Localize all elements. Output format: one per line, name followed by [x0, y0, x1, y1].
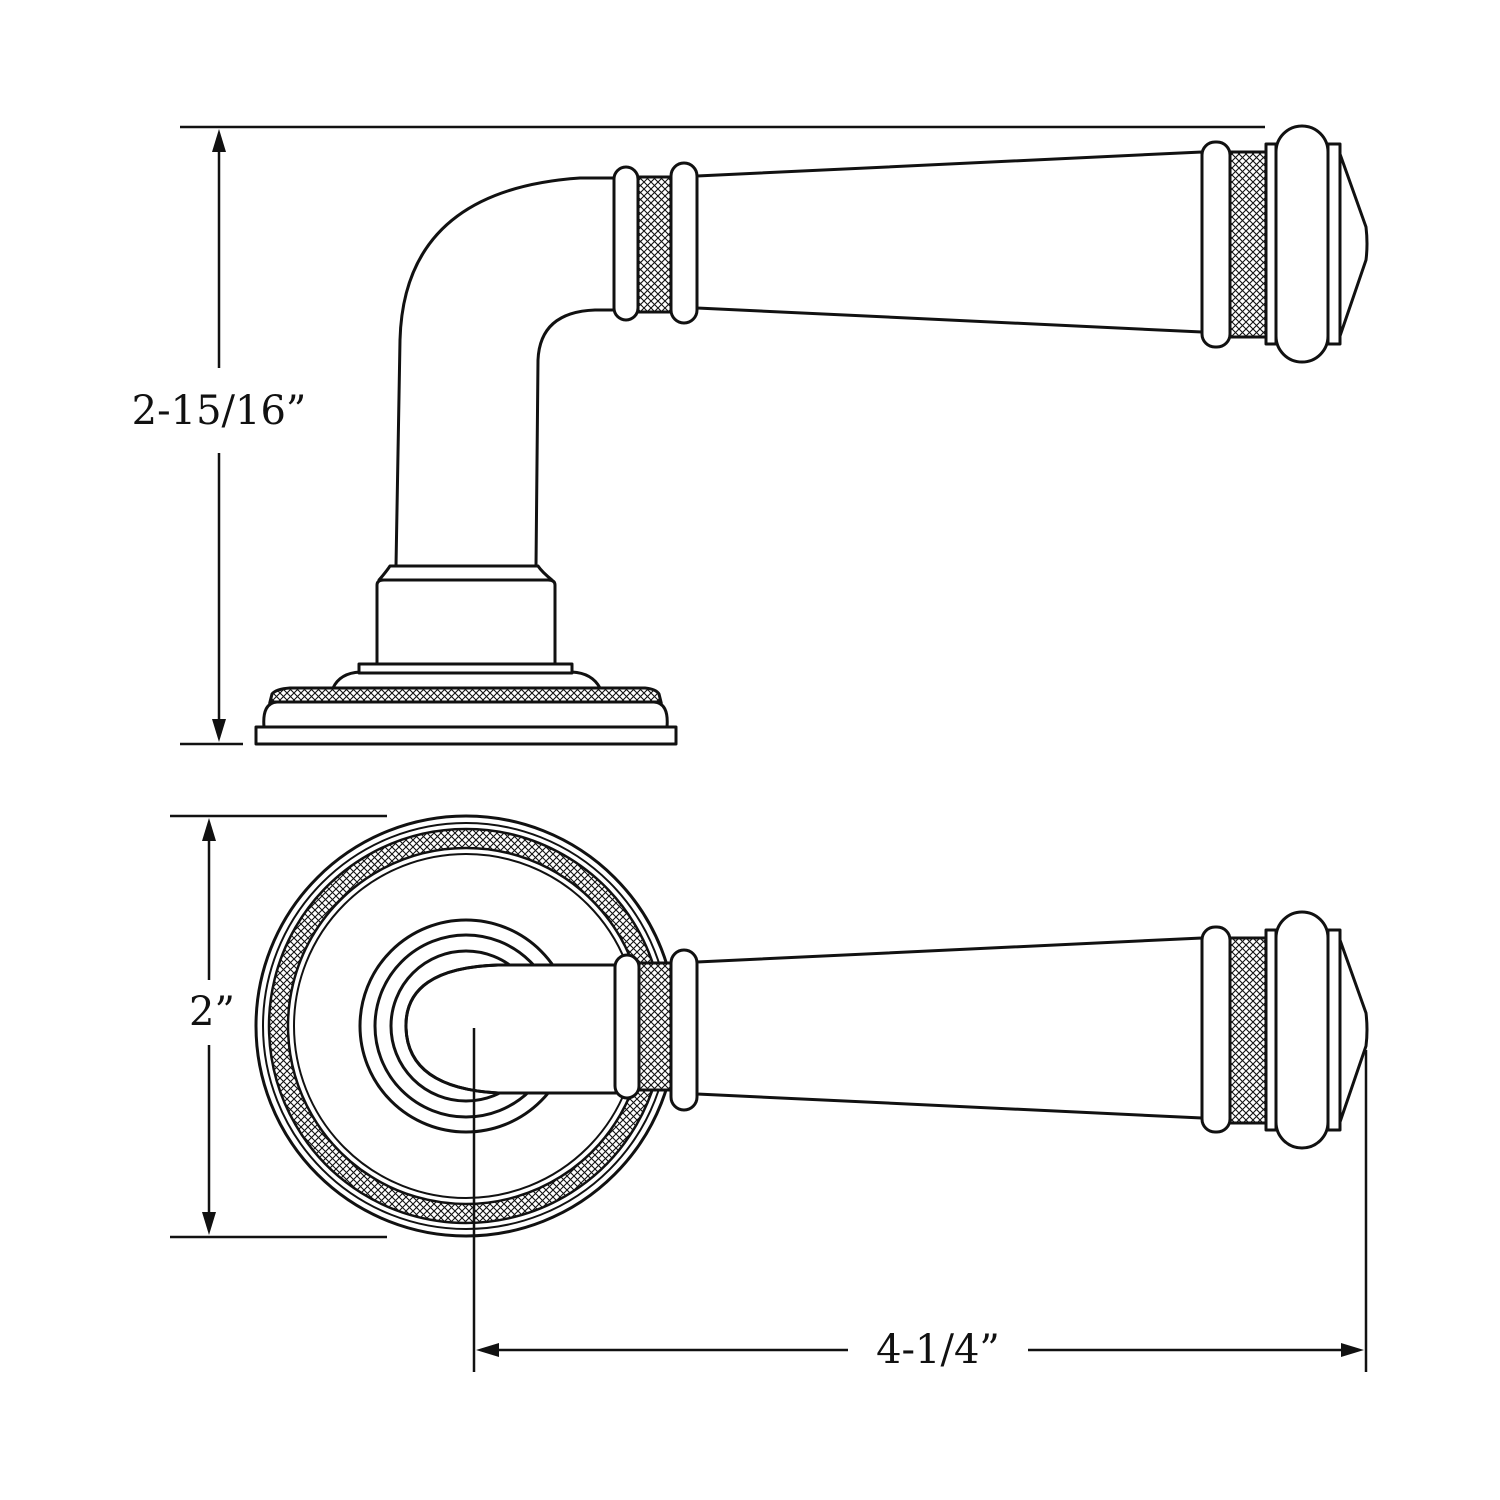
diameter-arrow-top — [202, 818, 216, 841]
side-end-washer — [1326, 142, 1342, 346]
length-arrow-left — [476, 1343, 499, 1357]
side-end-tip — [1338, 152, 1369, 338]
height-arrow-bottom — [212, 719, 226, 742]
side-collar-ring-2 — [669, 161, 699, 325]
dimension-height: 2-15/16” — [132, 125, 1265, 746]
side-rose-base — [254, 725, 678, 746]
top-rose-knurl-ring — [267, 827, 665, 1225]
side-neck-ring — [377, 564, 554, 582]
side-end-ring — [1200, 140, 1232, 349]
side-end-knurl — [1228, 150, 1268, 339]
top-collar-ring-1 — [613, 953, 641, 1100]
top-view — [254, 814, 1369, 1238]
top-elbow-arm — [404, 963, 618, 1095]
length-dimension-label: 4-1/4” — [876, 1327, 1000, 1373]
dimension-length: 4-1/4” — [472, 1028, 1368, 1373]
diameter-arrow-bottom — [202, 1212, 216, 1235]
top-end-ring — [1200, 925, 1232, 1134]
side-collar-knurl — [636, 175, 673, 314]
side-stem-inner — [534, 308, 616, 568]
top-end-knurl — [1228, 936, 1268, 1125]
top-end-washer — [1326, 928, 1342, 1132]
top-elbow-arm-edge — [404, 963, 618, 1095]
side-collar-ring-1 — [612, 165, 640, 322]
top-end-cap — [1274, 910, 1330, 1150]
side-rose-knurl — [268, 686, 663, 704]
diameter-dimension-label: 2” — [189, 989, 235, 1035]
top-lever-body — [695, 936, 1204, 1120]
side-lever-body — [695, 150, 1204, 334]
side-stem-outer — [394, 176, 616, 568]
side-end-cap — [1274, 124, 1330, 364]
dimension-rose-diameter: 2” — [170, 814, 387, 1239]
side-neck-collar — [375, 578, 557, 666]
length-arrow-right — [1341, 1343, 1364, 1357]
top-end-tip — [1338, 938, 1369, 1124]
height-dimension-label: 2-15/16” — [132, 388, 307, 434]
side-view — [254, 124, 1369, 746]
top-collar-ring-2 — [669, 948, 699, 1112]
top-collar-knurl — [637, 961, 673, 1092]
side-rose-body — [262, 700, 669, 729]
height-arrow-top — [212, 129, 226, 152]
